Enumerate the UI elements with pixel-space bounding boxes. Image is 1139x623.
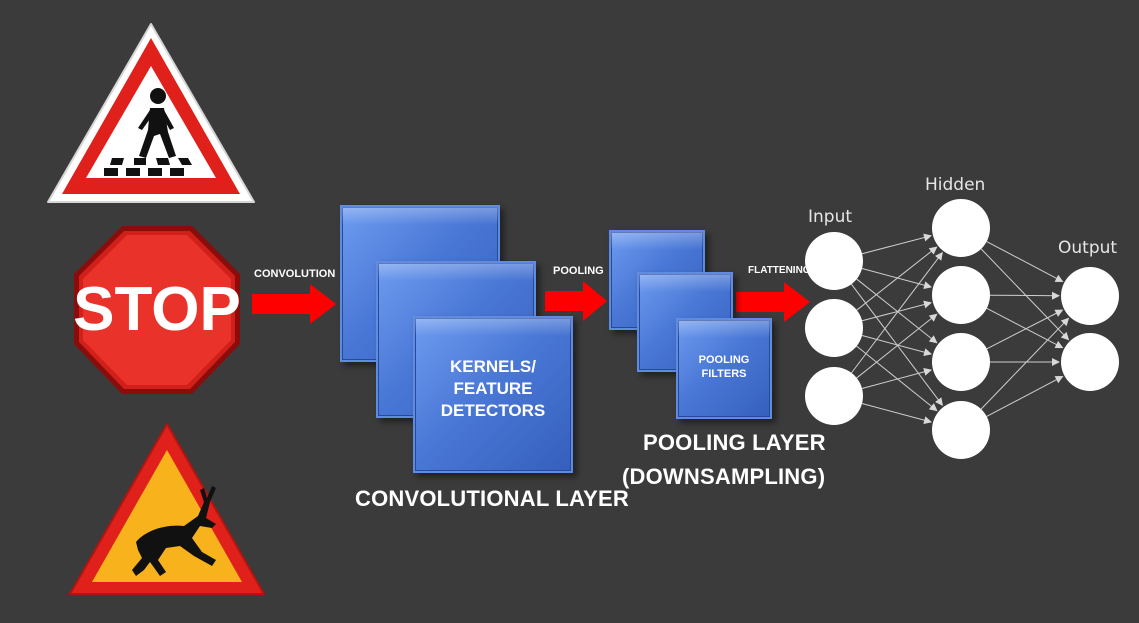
hidden-node (932, 199, 990, 257)
flattening-step-label: FLATTENING (748, 265, 808, 276)
network-connection (989, 291, 1061, 300)
output-layer-label: Output (1058, 238, 1118, 258)
convolution-step-label: CONVOLUTION (254, 268, 336, 280)
output-node (1061, 267, 1119, 325)
network-connection (986, 307, 1064, 349)
kernel-label-line: FEATURE (453, 379, 533, 399)
network-connection (861, 367, 933, 389)
kernel-label-line: KERNELS/ (450, 357, 536, 376)
input-node (805, 232, 863, 290)
fully-connected-network (805, 199, 1119, 459)
network-connection (856, 278, 938, 344)
network-connection (856, 246, 938, 311)
pooling-filter-label-line: POOLING (698, 354, 750, 366)
convolution-arrow-icon (252, 284, 336, 324)
output-node (1061, 333, 1119, 391)
network-connection (980, 248, 1070, 341)
stop-sign-icon: STOP (73, 226, 241, 394)
pooling-step-label: POOLING (553, 265, 604, 277)
network-connection (861, 233, 932, 255)
convolutional-layer-title: CONVOLUTIONAL LAYER (355, 486, 629, 511)
pooling-arrow-icon (545, 281, 607, 321)
pooling-layer-title: POOLING LAYER (643, 430, 826, 455)
hidden-layer-label: Hidden (925, 175, 986, 195)
network-connection (856, 345, 938, 412)
input-node (805, 299, 863, 357)
network-connection (980, 317, 1070, 410)
stop-sign-text: STOP (73, 275, 241, 344)
network-connection (856, 313, 938, 379)
hidden-node (932, 266, 990, 324)
network-connection (861, 268, 933, 290)
pooling-layer-subtitle: (DOWNSAMPLING) (622, 464, 826, 489)
pedestrian-crossing-sign-icon (47, 23, 255, 203)
network-connection (861, 403, 933, 425)
network-connection (861, 300, 932, 322)
hidden-node (932, 401, 990, 459)
network-connection (986, 241, 1064, 283)
pooling-filter-cube: POOLING FILTERS (676, 318, 772, 419)
network-connection (986, 375, 1064, 417)
hidden-node (932, 333, 990, 391)
flattening-arrow-icon (736, 282, 810, 322)
input-node (805, 367, 863, 425)
deer-crossing-sign-icon (69, 423, 265, 595)
network-connection (861, 335, 933, 357)
kernel-label-line: DETECTORS (440, 401, 546, 421)
kernel-cube: KERNELS/ FEATURE DETECTORS (413, 316, 573, 473)
input-layer-label: Input (808, 207, 853, 227)
network-connection (851, 251, 943, 374)
network-connection (986, 309, 1064, 350)
pooling-filter-label-line: FILTERS (701, 368, 747, 381)
